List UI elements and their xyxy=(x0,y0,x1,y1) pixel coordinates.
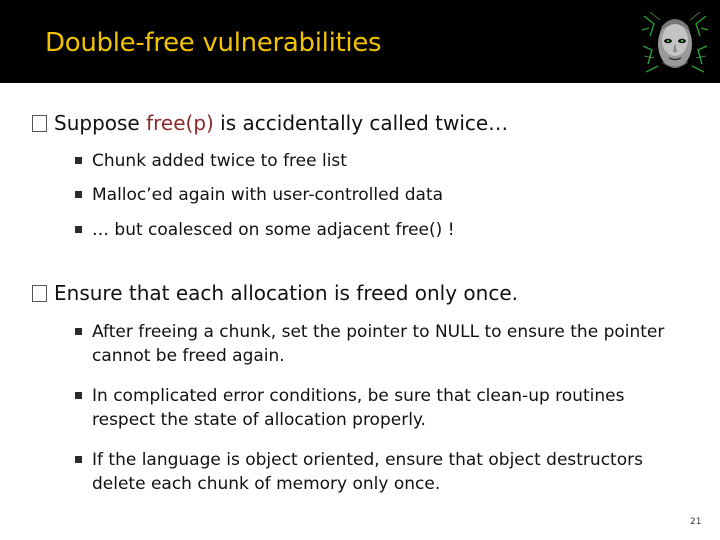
bullet-1: Suppose free(p) is accidentally called t… xyxy=(32,111,508,135)
page-number: 21 xyxy=(690,517,702,527)
sub-bullet-text: Chunk added twice to free list xyxy=(92,151,347,171)
filled-square-bullet-icon xyxy=(75,191,82,198)
sub-bullet-2-1: After freeing a chunk, set the pointer t… xyxy=(75,320,675,368)
filled-square-bullet-icon xyxy=(75,226,82,233)
hollow-square-bullet-icon xyxy=(32,285,47,302)
filled-square-bullet-icon xyxy=(75,157,82,164)
title-bar: Double-free vulnerabilities xyxy=(0,0,720,83)
bullet-2: Ensure that each allocation is freed onl… xyxy=(32,281,518,305)
filled-square-bullet-icon xyxy=(75,456,82,463)
sub-bullet-2-3: If the language is object oriented, ensu… xyxy=(75,448,675,496)
sub-bullet-1-3: … but coalesced on some adjacent free() … xyxy=(75,218,675,242)
sub-bullet-text: … but coalesced on some adjacent free() … xyxy=(92,220,455,240)
sub-bullet-2-2: In complicated error conditions, be sure… xyxy=(75,384,675,432)
filled-square-bullet-icon xyxy=(75,392,82,399)
shodan-face-logo-icon xyxy=(640,6,710,78)
bullet-1-code-highlight: free(p) xyxy=(146,111,214,135)
bullet-2-text: Ensure that each allocation is freed onl… xyxy=(54,281,518,305)
sub-bullet-text: After freeing a chunk, set the pointer t… xyxy=(92,322,665,366)
sub-bullet-1-2: Malloc’ed again with user-controlled dat… xyxy=(75,183,675,207)
bullet-1-text-post: is accidentally called twice… xyxy=(213,111,509,135)
sub-bullet-1-1: Chunk added twice to free list xyxy=(75,149,675,173)
filled-square-bullet-icon xyxy=(75,328,82,335)
sub-bullet-text: In complicated error conditions, be sure… xyxy=(92,386,625,430)
bullet-1-text-pre: Suppose xyxy=(54,111,147,135)
slide-title: Double-free vulnerabilities xyxy=(45,28,382,58)
sub-bullet-text: If the language is object oriented, ensu… xyxy=(92,450,643,494)
sub-bullet-text: Malloc’ed again with user-controlled dat… xyxy=(92,185,444,205)
hollow-square-bullet-icon xyxy=(32,115,47,132)
